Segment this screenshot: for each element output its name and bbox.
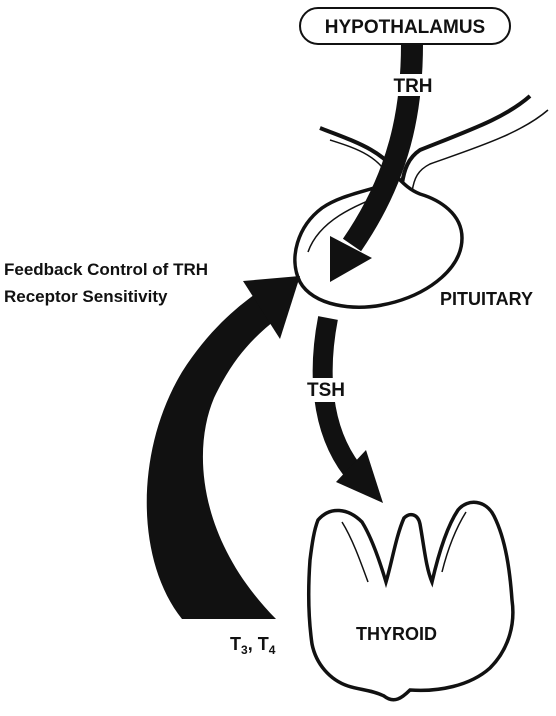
feedback-label-line1: Feedback Control of TRH [4,260,208,279]
t3-base: T [230,634,241,654]
t-separator: , [248,634,258,654]
thyroid-gland [309,502,513,699]
t4-base: T [258,634,269,654]
trh-label: TRH [393,76,432,97]
hypothalamus-label: HYPOTHALAMUS [325,17,485,38]
tsh-arrow [323,318,383,503]
feedback-label-line2: Receptor Sensitivity [4,287,168,306]
pituitary-label: PITUITARY [440,289,533,309]
hypothalamus-node: HYPOTHALAMUS [300,8,510,44]
stalk-right-inner [412,110,548,192]
tsh-label: TSH [307,380,345,401]
t4-sub: 4 [269,643,276,657]
feedback-arrow [147,276,300,619]
feedback-arrow-body [147,292,278,619]
thyroid-label: THYROID [356,624,437,644]
pituitary-stalk [320,96,548,192]
t3-t4-label: T3, T4 [230,634,276,657]
